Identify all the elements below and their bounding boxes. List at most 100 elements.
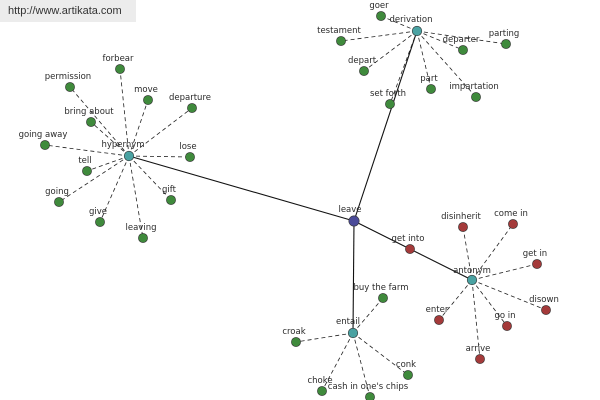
spoke-hypernym-tell — [86, 155, 130, 172]
hub-node-hypernym[interactable] — [123, 150, 135, 162]
term-label-goer: goer — [369, 1, 389, 11]
term-node-forbear[interactable] — [115, 64, 125, 74]
term-label-disinherit: disinherit — [441, 212, 481, 222]
spoke-hypernym-going-away — [44, 144, 130, 157]
term-node-come-in[interactable] — [508, 219, 518, 229]
term-node-tell[interactable] — [82, 166, 92, 176]
term-node-disinherit[interactable] — [458, 222, 468, 232]
spoke-derivation-set-forth — [389, 30, 418, 105]
hub-node-entail[interactable] — [347, 327, 359, 339]
term-label-set-forth: set forth — [370, 89, 406, 99]
spoke-hypernym-permission — [69, 86, 130, 157]
term-node-leaving[interactable] — [138, 233, 148, 243]
term-label-departure: departure — [169, 93, 211, 103]
term-node-cash-in-one-s-chips[interactable] — [365, 392, 375, 400]
hub-label-derivation: derivation — [389, 15, 432, 25]
term-node-lose[interactable] — [185, 152, 195, 162]
term-node-croak[interactable] — [291, 337, 301, 347]
spoke-hypernym-going — [58, 155, 130, 203]
edge-center-derivation — [353, 30, 418, 222]
term-label-come-in: come in — [494, 209, 528, 219]
term-label-disown: disown — [529, 295, 559, 305]
term-node-give[interactable] — [95, 217, 105, 227]
spoke-hypernym-move — [128, 99, 149, 157]
term-node-impartation[interactable] — [471, 92, 481, 102]
term-label-enter: enter — [426, 305, 449, 315]
term-node-buy-the-farm[interactable] — [378, 293, 388, 303]
term-label-arrive: arrive — [466, 344, 491, 354]
spoke-entail-croak — [295, 332, 354, 343]
spoke-hypernym-departure — [128, 107, 193, 157]
hub-label-antonym: antonym — [453, 266, 491, 276]
term-label-give: give — [89, 207, 107, 217]
term-label-move: move — [134, 85, 158, 95]
spoke-antonym-get-into — [409, 248, 473, 281]
term-node-part[interactable] — [426, 84, 436, 94]
term-label-buy-the-farm: buy the farm — [354, 283, 409, 293]
edge-center-entail — [352, 220, 355, 334]
term-label-permission: permission — [45, 72, 91, 82]
term-node-going-away[interactable] — [40, 140, 50, 150]
term-label-gift: gift — [162, 185, 177, 195]
hub-label-hypernym: hypernym — [101, 140, 144, 150]
term-label-going: going — [45, 187, 69, 197]
term-label-forbear: forbear — [102, 54, 134, 64]
term-node-set-forth[interactable] — [385, 99, 395, 109]
term-label-croak: croak — [282, 327, 305, 337]
term-label-tell: tell — [78, 156, 91, 166]
term-node-bring-about[interactable] — [86, 117, 96, 127]
term-label-testament: testament — [317, 26, 361, 36]
term-node-goer[interactable] — [376, 11, 386, 21]
spoke-antonym-arrive — [471, 279, 481, 360]
term-node-get-into[interactable] — [405, 244, 415, 254]
spoke-derivation-parting — [416, 30, 507, 45]
term-node-move[interactable] — [143, 95, 153, 105]
spoke-antonym-disown — [471, 279, 547, 311]
term-label-bring-about: bring about — [64, 107, 114, 117]
hub-node-antonym[interactable] — [466, 274, 478, 286]
term-node-depart[interactable] — [359, 66, 369, 76]
hub-label-entail: entail — [336, 317, 360, 327]
term-label-depart: depart — [348, 56, 377, 66]
term-node-go-in[interactable] — [502, 321, 512, 331]
watermark-url[interactable]: http://www.artikata.com — [0, 0, 136, 22]
term-node-gift[interactable] — [166, 195, 176, 205]
term-label-parting: parting — [489, 29, 520, 39]
spoke-antonym-enter — [438, 279, 473, 321]
term-node-going[interactable] — [54, 197, 64, 207]
spoke-antonym-come-in — [471, 223, 514, 281]
term-node-get-in[interactable] — [532, 259, 542, 269]
term-label-conk: conk — [396, 360, 416, 370]
term-node-departure[interactable] — [187, 103, 197, 113]
center-node-leave[interactable] — [348, 215, 360, 227]
term-node-arrive[interactable] — [475, 354, 485, 364]
spoke-derivation-departer — [416, 30, 464, 51]
term-node-disown[interactable] — [541, 305, 551, 315]
spoke-antonym-disinherit — [462, 226, 473, 281]
term-node-testament[interactable] — [336, 36, 346, 46]
term-label-leaving: leaving — [126, 223, 157, 233]
term-label-lose: lose — [179, 142, 196, 152]
term-label-get-in: get in — [523, 249, 547, 259]
spoke-derivation-impartation — [416, 30, 477, 98]
term-node-parting[interactable] — [501, 39, 511, 49]
spoke-derivation-testament — [340, 30, 418, 42]
term-label-departer: departer — [443, 35, 480, 45]
edge-center-hypernym — [128, 155, 355, 222]
term-node-departer[interactable] — [458, 45, 468, 55]
spoke-hypernym-gift — [128, 155, 172, 201]
spoke-entail-buy-the-farm — [352, 297, 384, 334]
term-node-enter[interactable] — [434, 315, 444, 325]
term-node-conk[interactable] — [403, 370, 413, 380]
term-node-choke[interactable] — [317, 386, 327, 396]
spoke-hypernym-give — [99, 155, 130, 223]
spoke-hypernym-forbear — [119, 68, 130, 157]
spoke-hypernym-bring-about — [90, 121, 130, 157]
center-label-leave: leave — [338, 205, 361, 215]
term-node-permission[interactable] — [65, 82, 75, 92]
term-label-part: part — [420, 74, 438, 84]
hub-node-derivation[interactable] — [411, 25, 423, 37]
term-label-choke: choke — [307, 376, 332, 386]
